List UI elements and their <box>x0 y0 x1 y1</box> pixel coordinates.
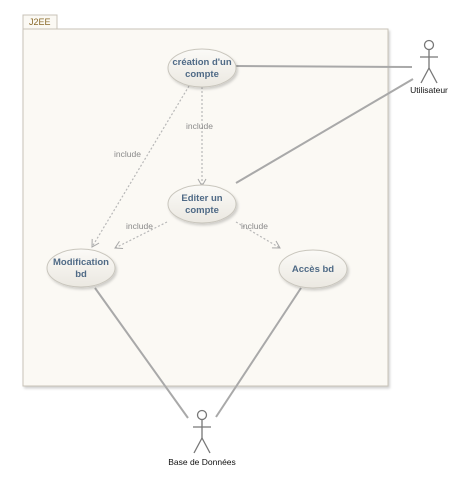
actor-utilisateur[interactable] <box>420 39 438 84</box>
include-creation-modification <box>91 85 190 248</box>
use-case-acces[interactable]: Accès bd <box>278 249 348 289</box>
actor-base-label: Base de Données <box>168 457 236 467</box>
use-case-editer-line2: compte <box>185 205 219 216</box>
actor-head-icon <box>423 39 435 51</box>
package-tab <box>22 14 58 30</box>
package-label: J2EE <box>29 17 51 27</box>
use-case-modification-line2: bd <box>75 269 87 280</box>
include-labels: include include include include <box>114 121 268 231</box>
include-label-creation-editer: include <box>186 121 213 131</box>
include-label-editer-acces: include <box>241 221 268 231</box>
associations <box>94 65 414 419</box>
use-case-creation-line2: compte <box>185 69 219 80</box>
include-editer-acces <box>235 221 281 249</box>
include-label-editer-modification: include <box>126 221 153 231</box>
actor-head-icon <box>196 409 208 421</box>
include-label-creation-modification: include <box>114 149 141 159</box>
use-case-modification[interactable]: Modification bd <box>46 248 116 288</box>
assoc-creation-utilisateur <box>235 65 413 68</box>
use-case-editer-line1: Editer un <box>181 193 222 204</box>
include-editer-modification <box>114 221 168 249</box>
actor-base[interactable] <box>193 409 211 454</box>
actor-utilisateur-label: Utilisateur <box>410 85 448 95</box>
use-case-modification-line1: Modification <box>53 257 109 268</box>
use-case-acces-label: Accès bd <box>292 264 334 275</box>
assoc-modification-base <box>94 287 189 419</box>
use-case-creation-line1: création d'un <box>172 57 231 68</box>
assoc-acces-base <box>215 287 302 418</box>
use-case-editer[interactable]: Editer un compte <box>167 184 237 224</box>
use-case-creation[interactable]: création d'un compte <box>167 48 237 88</box>
include-relations <box>91 85 281 249</box>
assoc-editer-utilisateur <box>235 78 414 184</box>
